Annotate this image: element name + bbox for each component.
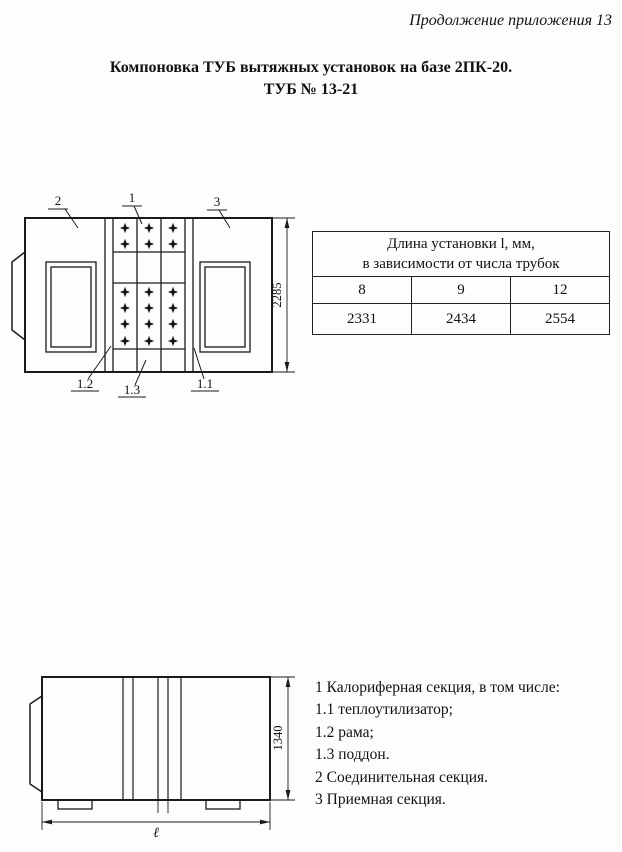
table-length-row: 2331 2434 2554 xyxy=(312,303,610,335)
tube-markers xyxy=(119,222,179,347)
legend-item-1: 1 Калориферная секция, в том числе: xyxy=(315,679,560,696)
side-height-dimension xyxy=(270,676,295,801)
legend: 1 Калориферная секция, в том числе: 1.1 … xyxy=(315,677,560,811)
legend-item-1-1: 1.1 теплоутилизатор; xyxy=(315,701,453,719)
plan-height-dimension xyxy=(272,217,295,373)
legend-item-2: 2 Соединительная секция. xyxy=(315,768,489,786)
page-title: Компоновка ТУБ вытяжных установок на баз… xyxy=(0,57,622,101)
callout-3: 3 xyxy=(214,194,221,209)
callout-2: 2 xyxy=(55,193,62,208)
callout-1-1: 1.1 xyxy=(197,376,213,391)
length-value-cell: 2331 xyxy=(312,303,412,335)
length-table: Длина установки l, мм, в зависимости от … xyxy=(312,231,610,335)
table-header-cell: Длина установки l, мм, в зависимости от … xyxy=(312,231,610,277)
legend-item-3: 3 Приемная секция. xyxy=(315,791,446,809)
header-note: Продолжение приложения 13 xyxy=(409,12,612,29)
callout-leader-lines xyxy=(48,205,231,398)
side-section-lines xyxy=(122,677,182,800)
tube-count-cell: 9 xyxy=(411,276,511,304)
legend-item-1-3: 1.3 поддон. xyxy=(315,746,390,764)
callout-1: 1 xyxy=(129,190,136,205)
table-header-row: Длина установки l, мм, в зависимости от … xyxy=(312,231,610,277)
plan-view-drawing: 2 1 3 1.2 1.3 1.1 2285 xyxy=(11,190,295,398)
title-line2: ТУБ № 13-21 xyxy=(263,81,359,98)
table-header-line1: Длина установки l, мм, xyxy=(387,236,535,252)
callout-labels: 2 1 3 1.2 1.3 1.1 xyxy=(55,190,221,397)
side-height-dim-text: 1340 xyxy=(271,726,285,751)
callout-1-2: 1.2 xyxy=(77,376,93,391)
plan-section-frames xyxy=(45,218,251,372)
length-dimension xyxy=(41,800,271,830)
plan-outline xyxy=(11,217,273,373)
table-header-line2: в зависимости от числа трубок xyxy=(362,256,560,272)
length-dim-text: ℓ xyxy=(153,826,159,841)
side-view-drawing: 1340 ℓ xyxy=(29,676,295,841)
length-value-cell: 2434 xyxy=(411,303,511,335)
legend-item-1-2: 1.2 рама; xyxy=(315,723,374,741)
plan-height-dim-text: 2285 xyxy=(270,283,284,308)
callout-1-3: 1.3 xyxy=(124,382,140,397)
tube-count-cell: 8 xyxy=(312,276,412,304)
side-outline xyxy=(29,676,271,810)
title-line1: Компоновка ТУБ вытяжных установок на баз… xyxy=(109,59,513,76)
table-tube-count-row: 8 9 12 xyxy=(312,276,610,304)
tube-count-cell: 12 xyxy=(510,276,610,304)
length-value-cell: 2554 xyxy=(510,303,610,335)
